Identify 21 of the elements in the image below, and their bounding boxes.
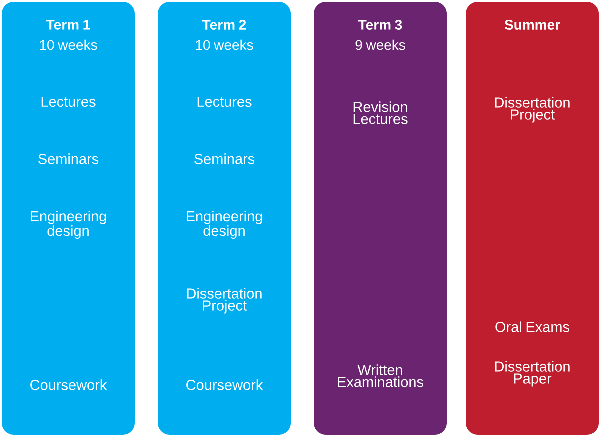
activity-label: Engineering design <box>31 210 106 240</box>
activity-label: Dissertation Project <box>187 288 262 314</box>
duration-text: 10 weeks <box>40 40 98 50</box>
column-heading: Term 1 <box>46 20 90 30</box>
activity-label: Coursework <box>30 380 108 390</box>
column-heading: Summer <box>504 20 560 30</box>
activity-label: Lectures <box>198 96 252 108</box>
activity-label: Dissertation Paper <box>495 361 570 387</box>
activity-label: Oral Exams <box>496 322 570 332</box>
activity-label: Seminars <box>194 154 255 164</box>
activity-label: Revision Lectures <box>354 102 408 124</box>
activity-label: Engineering design <box>187 210 262 240</box>
activity-label: Coursework <box>186 380 264 390</box>
column-heading: Term 2 <box>202 20 246 30</box>
activity-label: Seminars <box>38 154 99 164</box>
duration-text: 9 weeks <box>356 40 406 50</box>
activity-label: Dissertation Project <box>495 97 570 123</box>
activity-label: Lectures <box>42 96 96 108</box>
activity-label: Written Examinations <box>338 364 424 388</box>
duration-text: 10 weeks <box>196 40 254 50</box>
column-heading: Term 3 <box>358 20 402 30</box>
